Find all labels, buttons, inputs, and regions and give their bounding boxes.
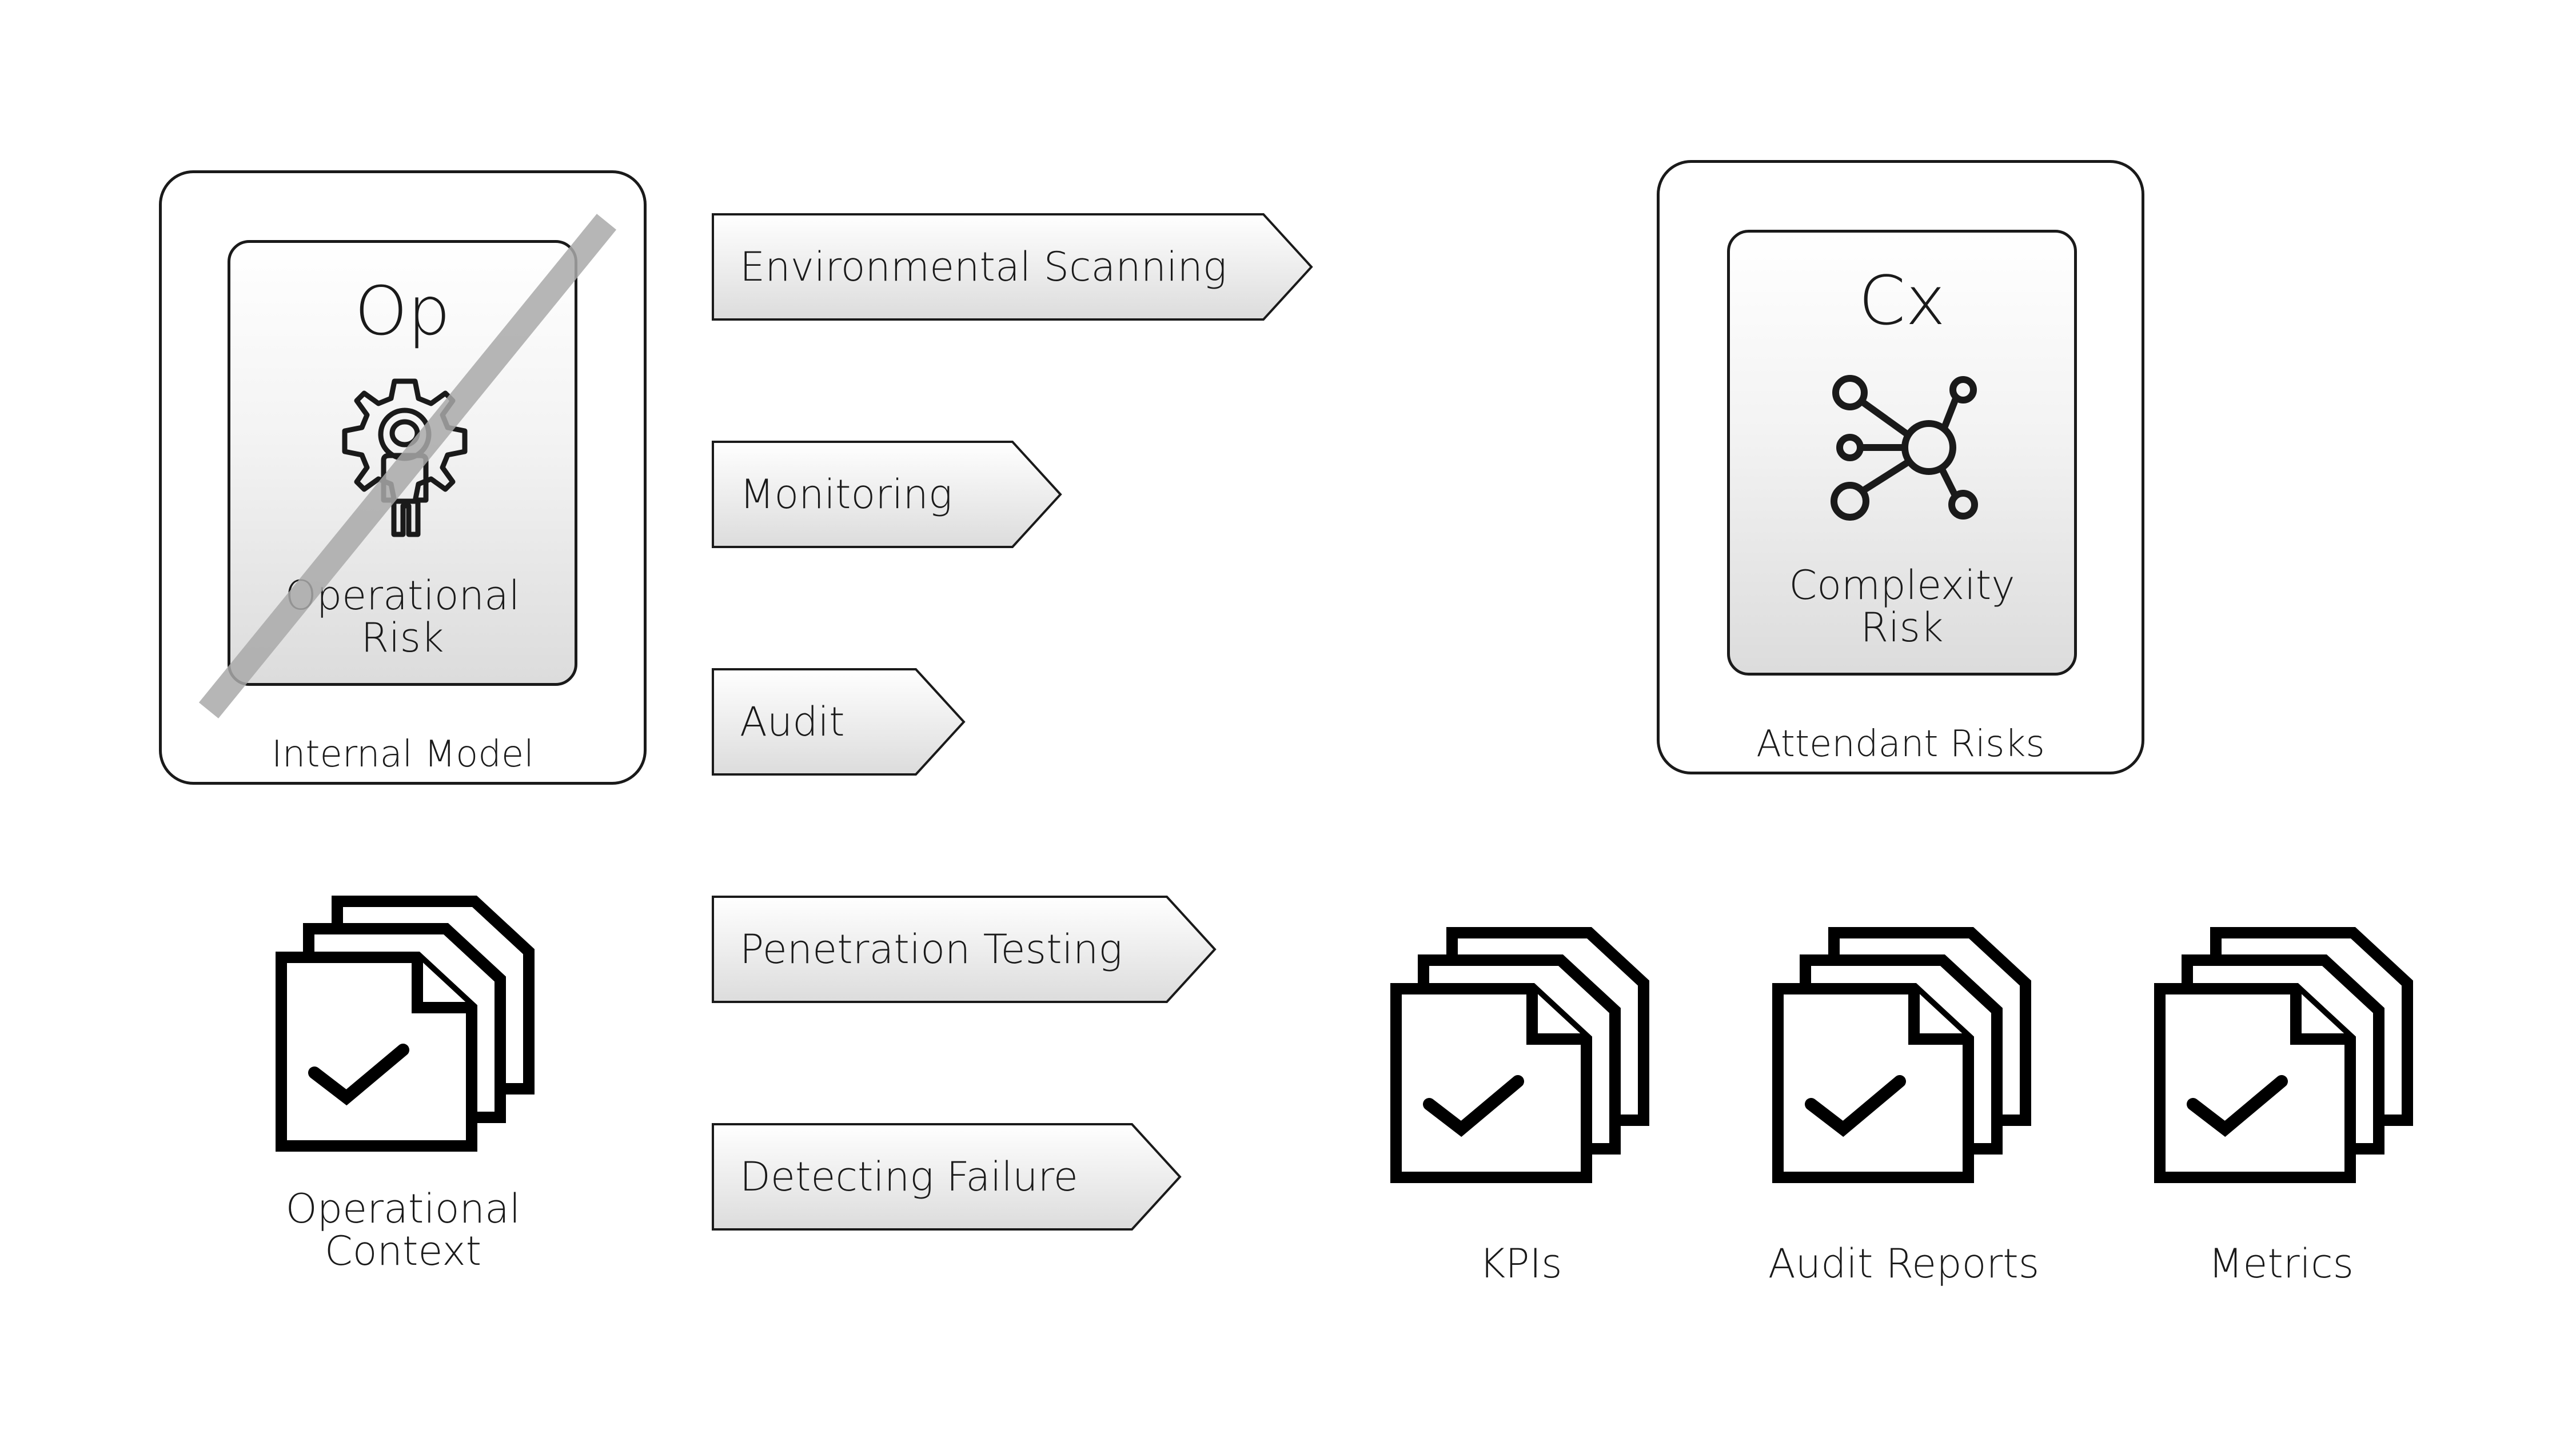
activity-label: Audit: [740, 698, 845, 745]
activity-audit: Audit: [711, 668, 966, 776]
network-node-icon: [1831, 375, 1978, 521]
activity-detecting-failure: Detecting Failure: [711, 1123, 1182, 1231]
document-stack-check-icon: [1390, 927, 1649, 1183]
activity-label: Detecting Failure: [740, 1153, 1078, 1200]
internal-model-box: Op Operational Risk Internal Model: [159, 170, 647, 785]
operational-context-label: Operational Context: [285, 1185, 521, 1275]
audit-reports-label: Audit Reports: [1768, 1240, 2040, 1287]
complexity-risk-card: Cx Complexity Risk: [1727, 230, 2077, 676]
document-stack-check-icon: [2154, 927, 2413, 1183]
op-code: Op: [354, 271, 450, 350]
complexity-risk-label: Complexity Risk: [1789, 562, 2015, 651]
document-stack-check-icon: [1772, 927, 2031, 1183]
internal-model-caption: Internal Model: [271, 733, 535, 776]
activity-penetration-testing: Penetration Testing: [711, 895, 1217, 1004]
metrics-label: Metrics: [2208, 1240, 2354, 1287]
activity-label: Environmental Scanning: [740, 243, 1227, 290]
cx-code: Cx: [1858, 261, 1946, 340]
attendant-risks-box: Cx Complexity Risk Attendant Risks: [1657, 160, 2144, 774]
activity-label: Monitoring: [740, 471, 952, 518]
activity-label: Penetration Testing: [740, 926, 1123, 973]
attendant-risks-caption: Attendant Risks: [1756, 723, 2045, 765]
strike-through-line: [198, 214, 617, 718]
activity-environmental-scanning: Environmental Scanning: [711, 213, 1313, 321]
document-stack-check-icon: [276, 896, 535, 1152]
kpis-label: KPIs: [1479, 1240, 1562, 1287]
activity-monitoring: Monitoring: [711, 440, 1062, 549]
